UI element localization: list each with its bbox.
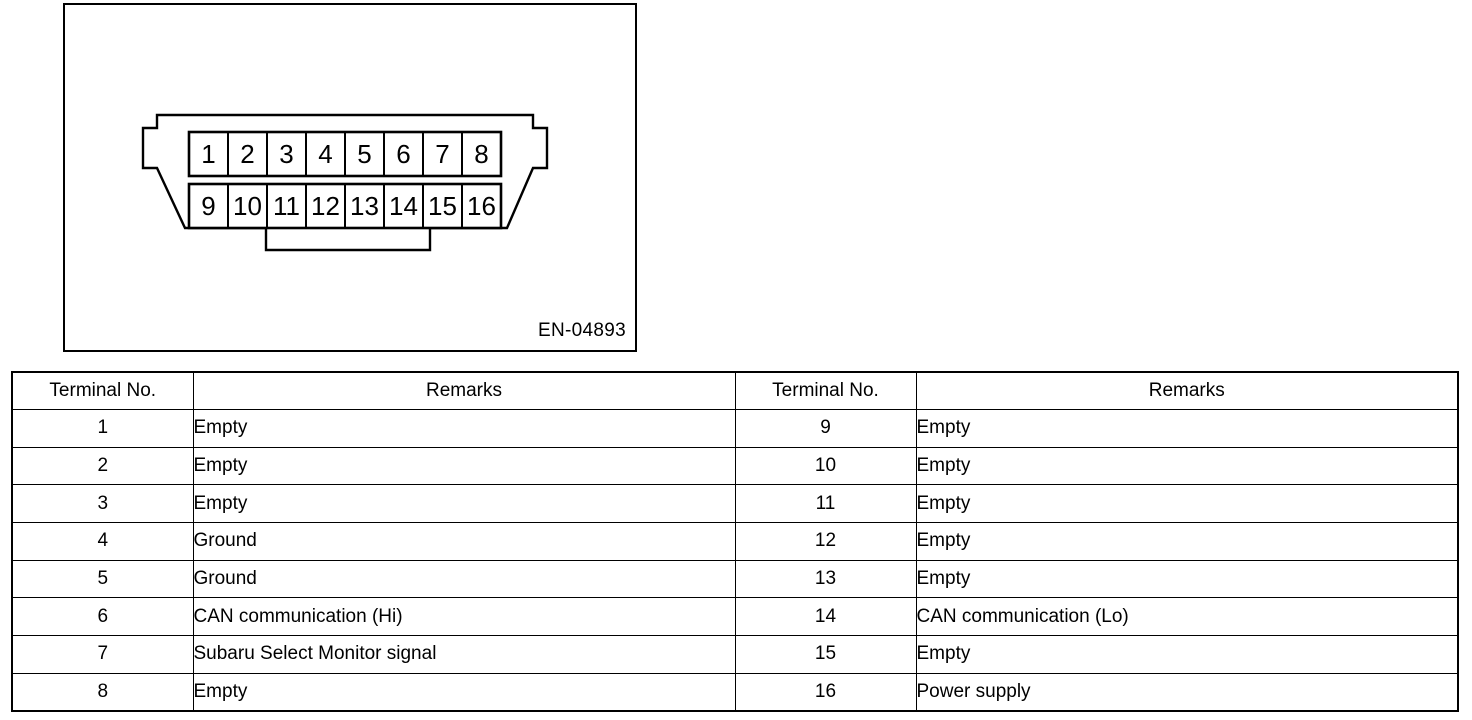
figure-panel: 1 2 3 4 5 6 7 8 9 10 11 12 13 14 15 16 <box>63 3 637 352</box>
cell-remarks-left: Subaru Select Monitor signal <box>192 635 736 674</box>
pin-label-16: 16 <box>467 191 496 221</box>
pin-label-7: 7 <box>435 139 449 169</box>
pin-label-5: 5 <box>357 139 371 169</box>
cell-remarks-right: Power supply <box>915 672 1459 712</box>
header-remarks-right: Remarks <box>915 371 1459 410</box>
cell-terminal-right: 9 <box>734 409 917 448</box>
pin-row-bottom: 9 10 11 12 13 14 15 16 <box>187 182 503 230</box>
pin-row-top: 1 2 3 4 5 6 7 8 <box>187 130 503 178</box>
cell-remarks-left: Empty <box>192 484 736 524</box>
header-terminal-left: Terminal No. <box>11 371 194 410</box>
cell-terminal-left: 1 <box>11 409 194 448</box>
table-header-row: Terminal No. Remarks Terminal No. Remark… <box>11 371 1459 410</box>
pin-label-12: 12 <box>311 191 340 221</box>
pin-label-13: 13 <box>350 191 379 221</box>
cell-terminal-left: 8 <box>11 672 194 712</box>
cell-remarks-left: Empty <box>192 446 736 486</box>
cell-terminal-left: 6 <box>11 597 194 637</box>
cell-terminal-right: 12 <box>734 522 917 561</box>
pin-label-14: 14 <box>389 191 418 221</box>
cell-remarks-left: Ground <box>192 559 736 599</box>
cell-terminal-right: 10 <box>734 446 917 486</box>
pin-label-6: 6 <box>396 139 410 169</box>
cell-remarks-right: Empty <box>915 409 1459 448</box>
cell-remarks-left: Ground <box>192 522 736 561</box>
cell-terminal-right: 16 <box>734 672 917 712</box>
connector-diagram: 1 2 3 4 5 6 7 8 9 10 11 12 13 14 15 16 <box>141 113 549 252</box>
cell-terminal-right: 13 <box>734 559 917 599</box>
cell-terminal-right: 11 <box>734 484 917 524</box>
pin-label-2: 2 <box>240 139 254 169</box>
pin-label-15: 15 <box>428 191 457 221</box>
cell-remarks-left: CAN communication (Hi) <box>192 597 736 637</box>
cell-remarks-right: Empty <box>915 446 1459 486</box>
pin-label-8: 8 <box>474 139 488 169</box>
figure-id-label: EN-04893 <box>538 320 626 341</box>
cell-terminal-left: 7 <box>11 635 194 674</box>
pin-label-10: 10 <box>233 191 262 221</box>
cell-remarks-right: Empty <box>915 559 1459 599</box>
cell-remarks-left: Empty <box>192 672 736 712</box>
pin-label-1: 1 <box>201 139 215 169</box>
cell-terminal-left: 3 <box>11 484 194 524</box>
cell-terminal-right: 14 <box>734 597 917 637</box>
header-terminal-right: Terminal No. <box>734 371 917 410</box>
cell-terminal-left: 2 <box>11 446 194 486</box>
header-remarks-left: Remarks <box>192 371 736 410</box>
pin-label-11: 11 <box>273 191 300 221</box>
cell-terminal-left: 4 <box>11 522 194 561</box>
cell-remarks-right: CAN communication (Lo) <box>915 597 1459 637</box>
cell-terminal-right: 15 <box>734 635 917 674</box>
cell-remarks-right: Empty <box>915 635 1459 674</box>
cell-remarks-left: Empty <box>192 409 736 448</box>
cell-remarks-right: Empty <box>915 484 1459 524</box>
pin-label-3: 3 <box>279 139 293 169</box>
cell-remarks-right: Empty <box>915 522 1459 561</box>
cell-terminal-left: 5 <box>11 559 194 599</box>
pin-label-9: 9 <box>201 191 215 221</box>
terminal-pinout-table: Terminal No. Remarks Terminal No. Remark… <box>11 371 1459 712</box>
pin-label-4: 4 <box>318 139 332 169</box>
